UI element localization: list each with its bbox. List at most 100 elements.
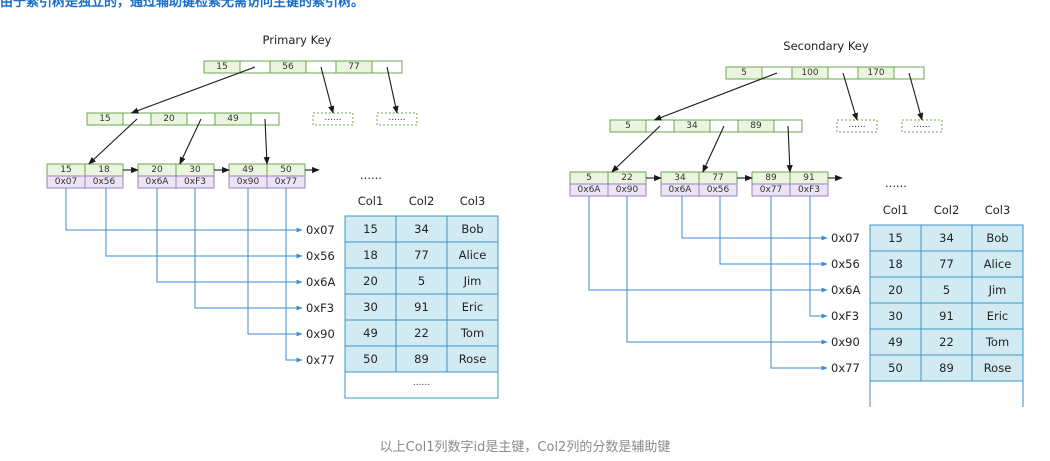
pointer-connector: [626, 196, 828, 345]
table-header: Col1: [883, 203, 909, 217]
table-cell-label: Eric: [987, 309, 1009, 323]
leaf-key-label: 91: [803, 173, 814, 183]
pointer-connector: [588, 196, 828, 293]
table-cell-label: 50: [888, 361, 903, 375]
leaf-key-label: 15: [60, 165, 71, 175]
root-arrow: [842, 72, 858, 121]
root-key-label: 56: [282, 62, 294, 72]
table-cell-label: Alice: [984, 257, 1012, 271]
leaf-key-label: 50: [280, 165, 292, 175]
leaf-pointer-label: 0x77: [275, 177, 298, 187]
root-arrow: [130, 66, 256, 114]
table-cell: [446, 293, 499, 321]
dashed-node-label: ......: [913, 120, 930, 130]
leaf-pointer-label: 0xF3: [798, 185, 820, 195]
table-cell-label: 18: [363, 248, 378, 262]
internal-arrow: [786, 125, 793, 173]
leaf-key-label: 89: [765, 173, 777, 183]
pointer-connector: [247, 188, 303, 337]
table-cell: [446, 241, 499, 269]
address-label: 0x56: [831, 257, 860, 271]
table-cell-label: 30: [888, 309, 903, 323]
table-cell-label: Eric: [462, 300, 484, 314]
root-arrow: [320, 66, 335, 114]
table-cell-label: Bob: [986, 231, 1008, 245]
table-cell: [395, 345, 448, 373]
internal-arrow: [179, 118, 202, 165]
intro-text: 由于索引树是独立的，通过辅助键检索无需访问主键的索引树。: [0, 0, 365, 10]
internal-key-label: 5: [625, 121, 631, 131]
address-label: 0x77: [831, 361, 860, 375]
dashed-node-label: ......: [388, 113, 405, 123]
leaf-pointer-label: 0x6A: [578, 185, 602, 195]
table-cell-label: 30: [363, 300, 378, 314]
leaf-pointer-cell: [789, 183, 829, 197]
table-cell-label: 15: [888, 231, 903, 245]
table-cell: [395, 267, 448, 295]
table-cell-label: 91: [939, 309, 954, 323]
address-label: 0x90: [306, 327, 335, 341]
internal-arrow: [88, 118, 138, 165]
table-cell-label: 15: [363, 222, 378, 236]
internal-key-label: 20: [163, 114, 175, 124]
table-cell: [920, 354, 973, 382]
root-key-label: 77: [348, 62, 359, 72]
table-cell: [971, 224, 1024, 252]
table-cell: [395, 293, 448, 321]
leaf-key-label: 22: [621, 173, 632, 183]
pointer-connector: [194, 188, 303, 311]
leaf-key-label: 5: [586, 173, 592, 183]
table-cell-label: 50: [363, 352, 378, 366]
leaf-pointer-label: 0x56: [707, 185, 730, 195]
pointer-connector: [105, 188, 303, 259]
root-key-label: 5: [741, 68, 747, 78]
table-cell-label: 34: [939, 231, 954, 245]
table-cell-label: 20: [363, 274, 378, 288]
table-cell: [920, 302, 973, 330]
leaf-pointer-cell: [84, 175, 124, 189]
table-cell: [395, 241, 448, 269]
table-cell: [446, 345, 499, 373]
table-header: Col3: [460, 194, 486, 208]
table-cell-label: 89: [414, 352, 429, 366]
table-header: Col3: [985, 203, 1011, 217]
address-label: 0x07: [831, 231, 860, 245]
more-ellipsis: ......: [885, 176, 907, 190]
table-cell-label: 22: [939, 335, 954, 349]
leaf-pointer-label: 0x07: [55, 177, 78, 187]
table-cell-label: Bob: [461, 222, 483, 236]
table-cell: [869, 250, 922, 278]
tree-title: Secondary Key: [783, 39, 869, 53]
table-cell-label: 18: [888, 257, 903, 271]
internal-key-label: 49: [227, 114, 239, 124]
leaf-key-label: 30: [189, 165, 201, 175]
table-cell-label: 5: [418, 274, 425, 288]
more-ellipsis: ......: [360, 168, 382, 182]
table-header: Col1: [358, 194, 384, 208]
table-cell-label: Jim: [463, 274, 482, 288]
address-label: 0x56: [306, 249, 335, 263]
root-arrow: [908, 72, 924, 121]
table-cell-label: 77: [414, 248, 429, 262]
leaf-key-label: 77: [712, 173, 723, 183]
leaf-pointer-label: 0xF3: [184, 177, 206, 187]
leaf-key-label: 18: [98, 165, 110, 175]
root-arrow: [386, 66, 399, 114]
table-cell-label: Jim: [988, 283, 1007, 297]
address-label: 0x77: [306, 353, 335, 367]
leaf-key-label: 49: [242, 165, 254, 175]
table-cell-label: 49: [363, 326, 378, 340]
root-key-label: 15: [216, 62, 227, 72]
table-cell-label: 5: [943, 283, 950, 297]
table-cell-label: 22: [414, 326, 429, 340]
table-cell: [344, 319, 397, 347]
dashed-node-label: ......: [848, 120, 865, 130]
table-more-row: [344, 371, 499, 399]
table-cell-label: Tom: [460, 326, 484, 340]
address-label: 0x07: [306, 223, 335, 237]
pointer-connector: [156, 188, 303, 285]
address-label: 0x90: [831, 335, 860, 349]
